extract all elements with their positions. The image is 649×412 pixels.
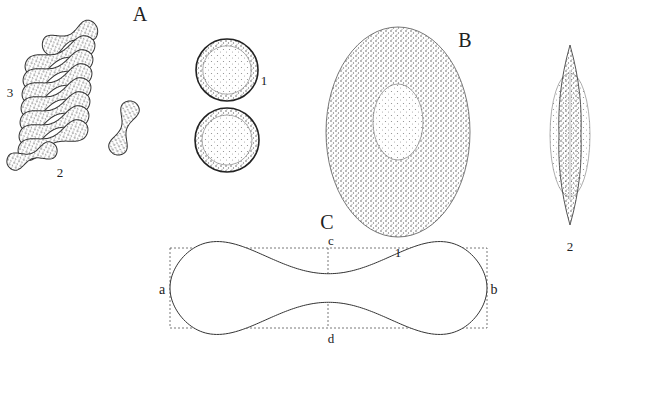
point-letter: b — [491, 283, 498, 297]
disc-center — [203, 46, 251, 94]
disc-rim — [195, 108, 259, 172]
point-letter: c — [328, 234, 334, 247]
single-cell-edge-view — [5, 140, 60, 173]
callout-number: 2 — [567, 240, 574, 253]
callout-number: 1 — [395, 246, 402, 259]
figure-letter: C — [320, 212, 333, 232]
disc-face-view — [195, 108, 259, 172]
nucleus — [373, 84, 423, 160]
disc-center-ground — [203, 46, 251, 94]
point-letter: d — [328, 332, 335, 345]
cell-outline — [170, 242, 487, 335]
cell-section-profile — [170, 242, 487, 335]
cell-group — [5, 17, 590, 334]
callout-number: 1 — [261, 74, 268, 87]
figure-letter: B — [458, 30, 471, 50]
edge-highlight — [569, 70, 571, 200]
nucleated-cell-face — [326, 27, 470, 237]
disc-center — [202, 115, 252, 165]
point-letter: a — [159, 283, 165, 297]
single-cell-edge-view — [107, 98, 142, 157]
nucleated-cell-edge — [550, 45, 590, 225]
cell-outline — [5, 140, 60, 173]
cell-ground — [107, 98, 142, 157]
cell-body — [326, 27, 470, 237]
disc-rim — [196, 39, 258, 101]
callout-number: 3 — [7, 86, 14, 99]
callout-number: 2 — [57, 166, 64, 179]
cell-ground — [5, 140, 60, 173]
disc-center-ground — [202, 115, 252, 165]
figure-letter: A — [133, 4, 147, 24]
disc-face-view — [196, 39, 258, 101]
nucleus-ground — [373, 84, 423, 160]
cell-outline — [107, 98, 142, 157]
cell-spindle — [559, 45, 581, 225]
